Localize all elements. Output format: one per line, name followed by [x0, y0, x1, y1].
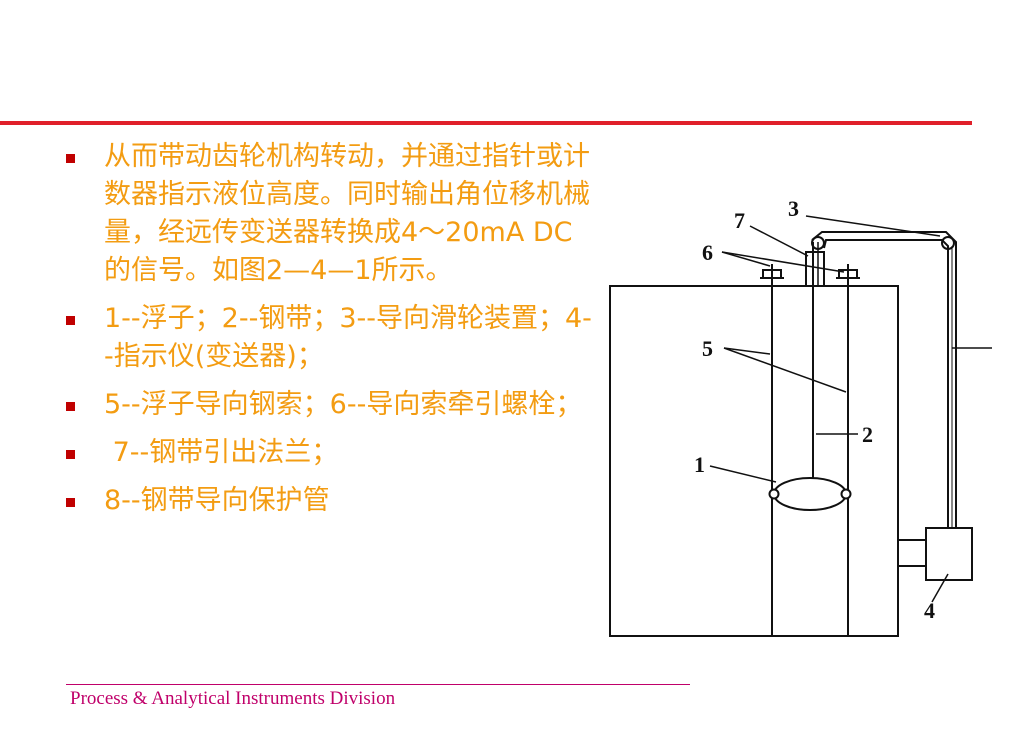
leader-line-5a [723, 347, 771, 355]
callout-5: 5 [702, 336, 713, 361]
callout-4: 4 [924, 598, 935, 623]
bullet-text: 1--浮子；2--钢带；3--导向滑轮装置；4--指示仪(变送器)； [104, 303, 592, 372]
bullet-text: 7--钢带引出法兰； [104, 437, 339, 468]
callout-6: 6 [702, 240, 713, 265]
leader-line-4 [931, 573, 949, 603]
protection-pipe-inner [823, 239, 949, 528]
bullet-item: 7--钢带引出法兰； [62, 434, 592, 472]
title-divider [0, 121, 972, 125]
bullet-item: 5--浮子导向钢索；6--导向索牵引螺栓； [62, 386, 592, 424]
footer-divider [66, 684, 690, 685]
leader-line-6b [721, 251, 845, 273]
bullet-text: 5--浮子导向钢索；6--导向索牵引螺栓； [104, 389, 583, 420]
bullet-marker [66, 450, 75, 459]
leader-line-3 [805, 215, 941, 237]
bullet-text: 8--钢带导向保护管 [104, 485, 330, 516]
leader-line-1 [709, 465, 777, 483]
bullet-text: 从而带动齿轮机构转动，并通过指针或计数器指示液位高度。同时输出角位移机械量，经远… [104, 141, 590, 286]
indicator-transmitter [925, 527, 973, 581]
callout-7: 7 [734, 208, 745, 233]
footer-division-name: Process & Analytical Instruments Divisio… [70, 688, 396, 709]
callout-3: 3 [788, 196, 799, 221]
callout-2: 2 [862, 422, 873, 447]
tension-bolt-left [760, 264, 784, 286]
leader-line-6a [721, 251, 771, 267]
bullet-marker [66, 154, 75, 163]
guide-pulley-left [811, 236, 825, 250]
float-eye-left [768, 488, 780, 500]
bullet-list: 从而带动齿轮机构转动，并通过指针或计数器指示液位高度。同时输出角位移机械量，经远… [62, 138, 592, 530]
leader-line-7 [749, 225, 809, 257]
callout-1: 1 [694, 452, 705, 477]
bullet-item: 8--钢带导向保护管 [62, 482, 592, 520]
leader-line-5b [723, 347, 847, 393]
tank-outline [609, 285, 899, 637]
bullet-marker [66, 498, 75, 507]
bullet-marker [66, 402, 75, 411]
bullet-marker [66, 316, 75, 325]
tension-bolt-right [836, 264, 860, 286]
float-level-gauge-diagram: 3 7 6 5 2 1 4 [609, 196, 992, 637]
float-eye-right [840, 488, 852, 500]
float [773, 477, 847, 511]
bullet-item: 从而带动齿轮机构转动，并通过指针或计数器指示液位高度。同时输出角位移机械量，经远… [62, 138, 592, 290]
bullet-item: 1--浮子；2--钢带；3--导向滑轮装置；4--指示仪(变送器)； [62, 300, 592, 376]
protection-pipe-outer [811, 231, 957, 528]
